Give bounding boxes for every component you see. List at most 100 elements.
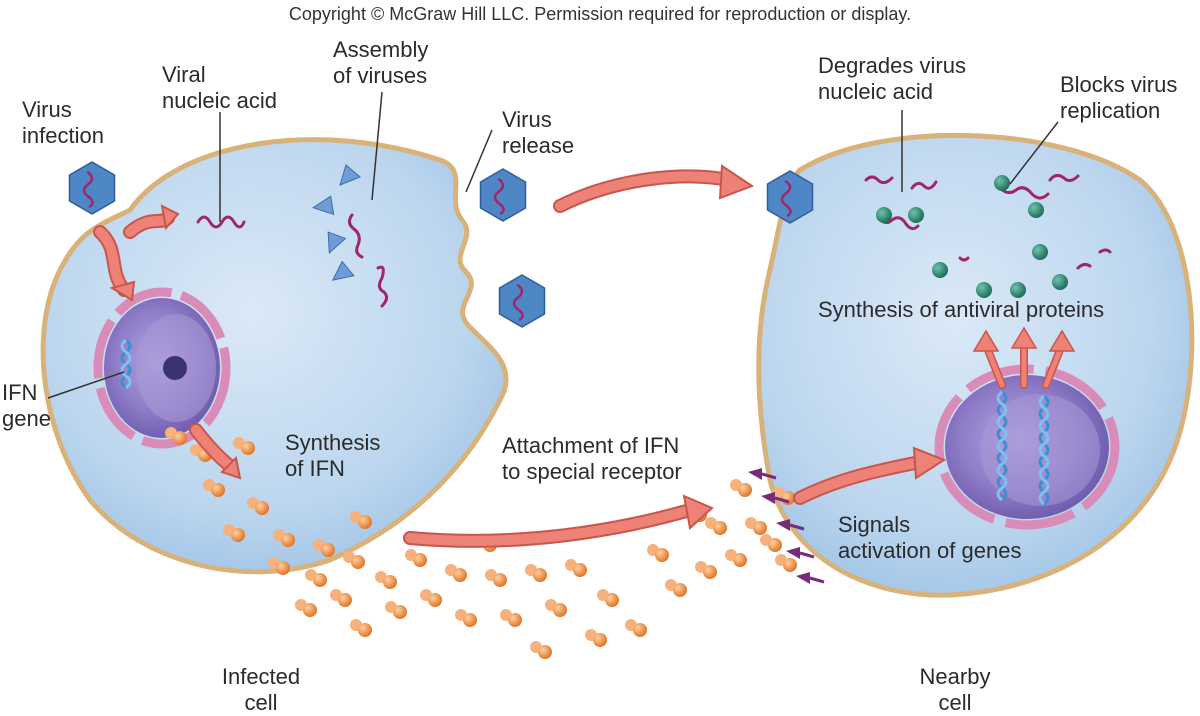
- ifn-molecule: [273, 529, 295, 547]
- ifn-molecule: [725, 549, 747, 567]
- virus-capsid: [68, 161, 116, 215]
- nucleolus: [163, 356, 187, 380]
- copyright-notice: Copyright © McGraw Hill LLC. Permission …: [288, 4, 912, 24]
- antiviral-protein: [1028, 202, 1044, 218]
- ifn-molecule: [295, 599, 317, 617]
- ifn-molecule: [530, 641, 552, 659]
- viral-rna-strand: [958, 256, 970, 262]
- ifn-molecule: [485, 569, 507, 587]
- ifn-receptor: [796, 572, 825, 584]
- ifn-molecule: [597, 589, 619, 607]
- capsid-subunit: [312, 195, 335, 216]
- viral-rna-strand: [1098, 248, 1112, 254]
- ifn-molecule: [233, 437, 255, 455]
- ifn-molecule: [223, 524, 245, 542]
- virus-capsid: [498, 274, 546, 328]
- ifn-molecule: [165, 427, 187, 445]
- ifn-molecule: [343, 551, 365, 569]
- antiviral-protein: [908, 207, 924, 223]
- ifn-molecule: [647, 544, 669, 562]
- viral-rna-strand: [347, 213, 364, 259]
- ifn-receptor: [761, 492, 790, 504]
- ifn-molecule: [695, 561, 717, 579]
- ifn-molecule: [760, 534, 782, 552]
- ifn-molecule: [545, 599, 567, 617]
- ifn-molecule: [665, 579, 687, 597]
- arrow-ifn-to-nearby: [403, 494, 714, 548]
- ifn-receptor: [748, 468, 777, 480]
- antiviral-protein: [994, 175, 1010, 191]
- arrow-virus-entry: [123, 204, 180, 239]
- leader-line: [371, 91, 383, 201]
- ifn-molecule: [705, 517, 727, 535]
- viral-rna-strand: [910, 180, 938, 190]
- ifn-molecule: [330, 589, 352, 607]
- viral-rna: [82, 171, 94, 208]
- ifn-receptor: [776, 519, 805, 531]
- infected-cell-membrane: [40, 137, 509, 575]
- ifn-molecule: [775, 554, 797, 572]
- virus-particle: [498, 274, 546, 328]
- ifn-molecule: [420, 589, 442, 607]
- viral-rna-strand: [998, 186, 1050, 200]
- leader-line: [47, 371, 125, 399]
- viral-rna: [780, 180, 792, 217]
- virus-capsid: [766, 170, 814, 224]
- ifn-molecule: [247, 497, 269, 515]
- virus-particle: [766, 170, 814, 224]
- ifn-molecule: [350, 619, 372, 637]
- viral-rna: [512, 284, 524, 321]
- arrow-antiviral-synthesis: [1010, 326, 1038, 389]
- viral-rna-strand: [1076, 262, 1092, 270]
- viral-rna-strand: [864, 175, 894, 185]
- ifn-molecule: [375, 571, 397, 589]
- capsid-subunit: [327, 231, 347, 255]
- ifn-receptor: [786, 547, 815, 559]
- arrow-virus-spread: [553, 164, 755, 213]
- ifn-gene-dna: [120, 338, 132, 390]
- viral-rna-strand: [376, 265, 389, 308]
- ifn-molecule: [445, 564, 467, 582]
- arrow-to-nucleus: [93, 225, 136, 302]
- ifn-molecule: [625, 619, 647, 637]
- arrow-antiviral-synthesis: [1042, 329, 1076, 389]
- ifn-molecule: [350, 511, 372, 529]
- nearby-dna-1: [996, 390, 1008, 502]
- ifn-molecule: [585, 629, 607, 647]
- ifn-molecule: [203, 479, 225, 497]
- ifn-molecule: [745, 517, 767, 535]
- nearby-dna-2: [1038, 394, 1050, 506]
- arrow-antiviral-synthesis: [972, 329, 1006, 389]
- ifn-molecule: [525, 564, 547, 582]
- viral-rna-strand: [1048, 173, 1080, 183]
- antiviral-protein: [932, 262, 948, 278]
- ifn-molecule: [565, 559, 587, 577]
- antiviral-protein: [876, 207, 892, 223]
- ifn-molecule: [385, 601, 407, 619]
- antiviral-protein: [976, 282, 992, 298]
- ifn-molecule: [455, 609, 477, 627]
- antiviral-protein: [1032, 244, 1048, 260]
- leader-line: [1009, 121, 1059, 185]
- capsid-subunit: [331, 260, 355, 281]
- ifn-molecule: [500, 609, 522, 627]
- ifn-molecule: [305, 569, 327, 587]
- leader-line: [465, 129, 493, 193]
- virus-particle: [479, 168, 527, 222]
- viral-rna: [493, 178, 505, 215]
- capsid-subunit: [339, 164, 361, 186]
